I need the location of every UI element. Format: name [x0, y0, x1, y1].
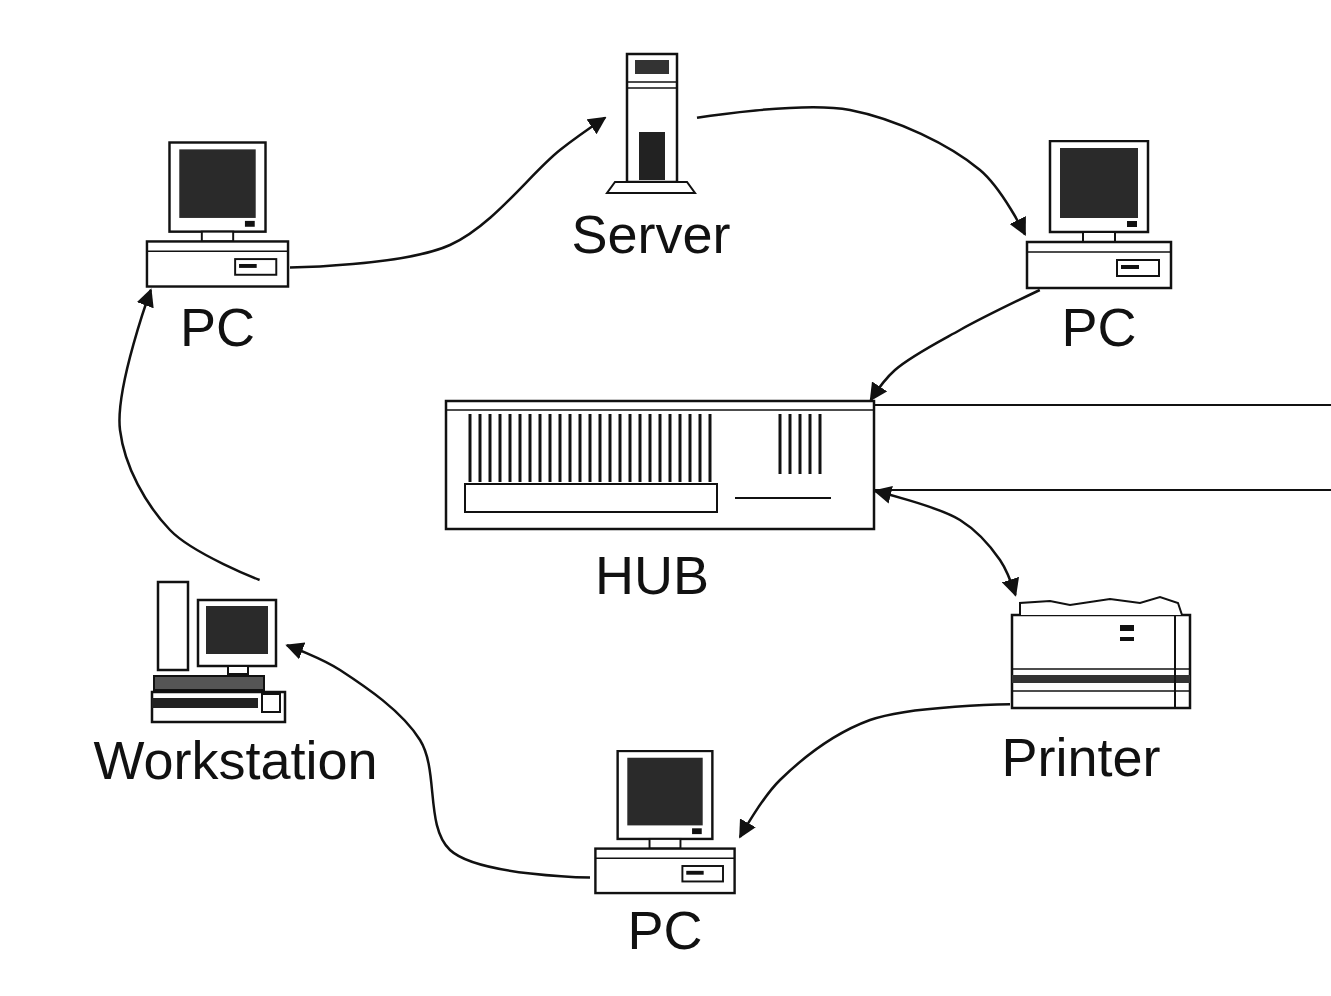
label-holder: Printer [997, 730, 1164, 784]
label-holder: Workstation [89, 733, 381, 787]
device-label: Server [567, 207, 734, 261]
label-holder: PC [1057, 300, 1140, 354]
device-label: PC [623, 903, 706, 957]
device-label: Printer [997, 730, 1164, 784]
device-node: PC [145, 140, 290, 290]
device-node: Server [605, 52, 697, 195]
connector-arrow [740, 704, 1010, 837]
pc-icon [147, 143, 288, 287]
server-icon [607, 54, 695, 193]
hub-icon [446, 401, 874, 529]
pc-icon [595, 751, 734, 893]
hub-line [875, 489, 1331, 491]
device-label: PC [176, 300, 259, 354]
connector-arrow [871, 290, 1040, 400]
printer-icon [1012, 597, 1190, 708]
label-holder: PC [623, 903, 706, 957]
label-holder: Server [567, 207, 734, 261]
label-holder: PC [176, 300, 259, 354]
device-node: HUB [445, 400, 875, 530]
pc-icon [1027, 141, 1171, 288]
connector-arrow [119, 290, 259, 580]
hub-line [875, 404, 1331, 406]
connector-arrow [697, 107, 1025, 234]
device-label: Workstation [89, 733, 381, 787]
device-label: PC [1057, 300, 1140, 354]
device-label: HUB [591, 548, 713, 602]
workstation-icon [152, 582, 285, 722]
device-node: PC [590, 750, 740, 895]
connector-arrow [875, 491, 1015, 595]
label-holder: HUB [591, 548, 713, 602]
device-node: Printer [1010, 595, 1192, 710]
device-node: PC [1025, 140, 1173, 290]
connector-arrow [290, 118, 605, 268]
device-node: Workstation [150, 580, 287, 725]
